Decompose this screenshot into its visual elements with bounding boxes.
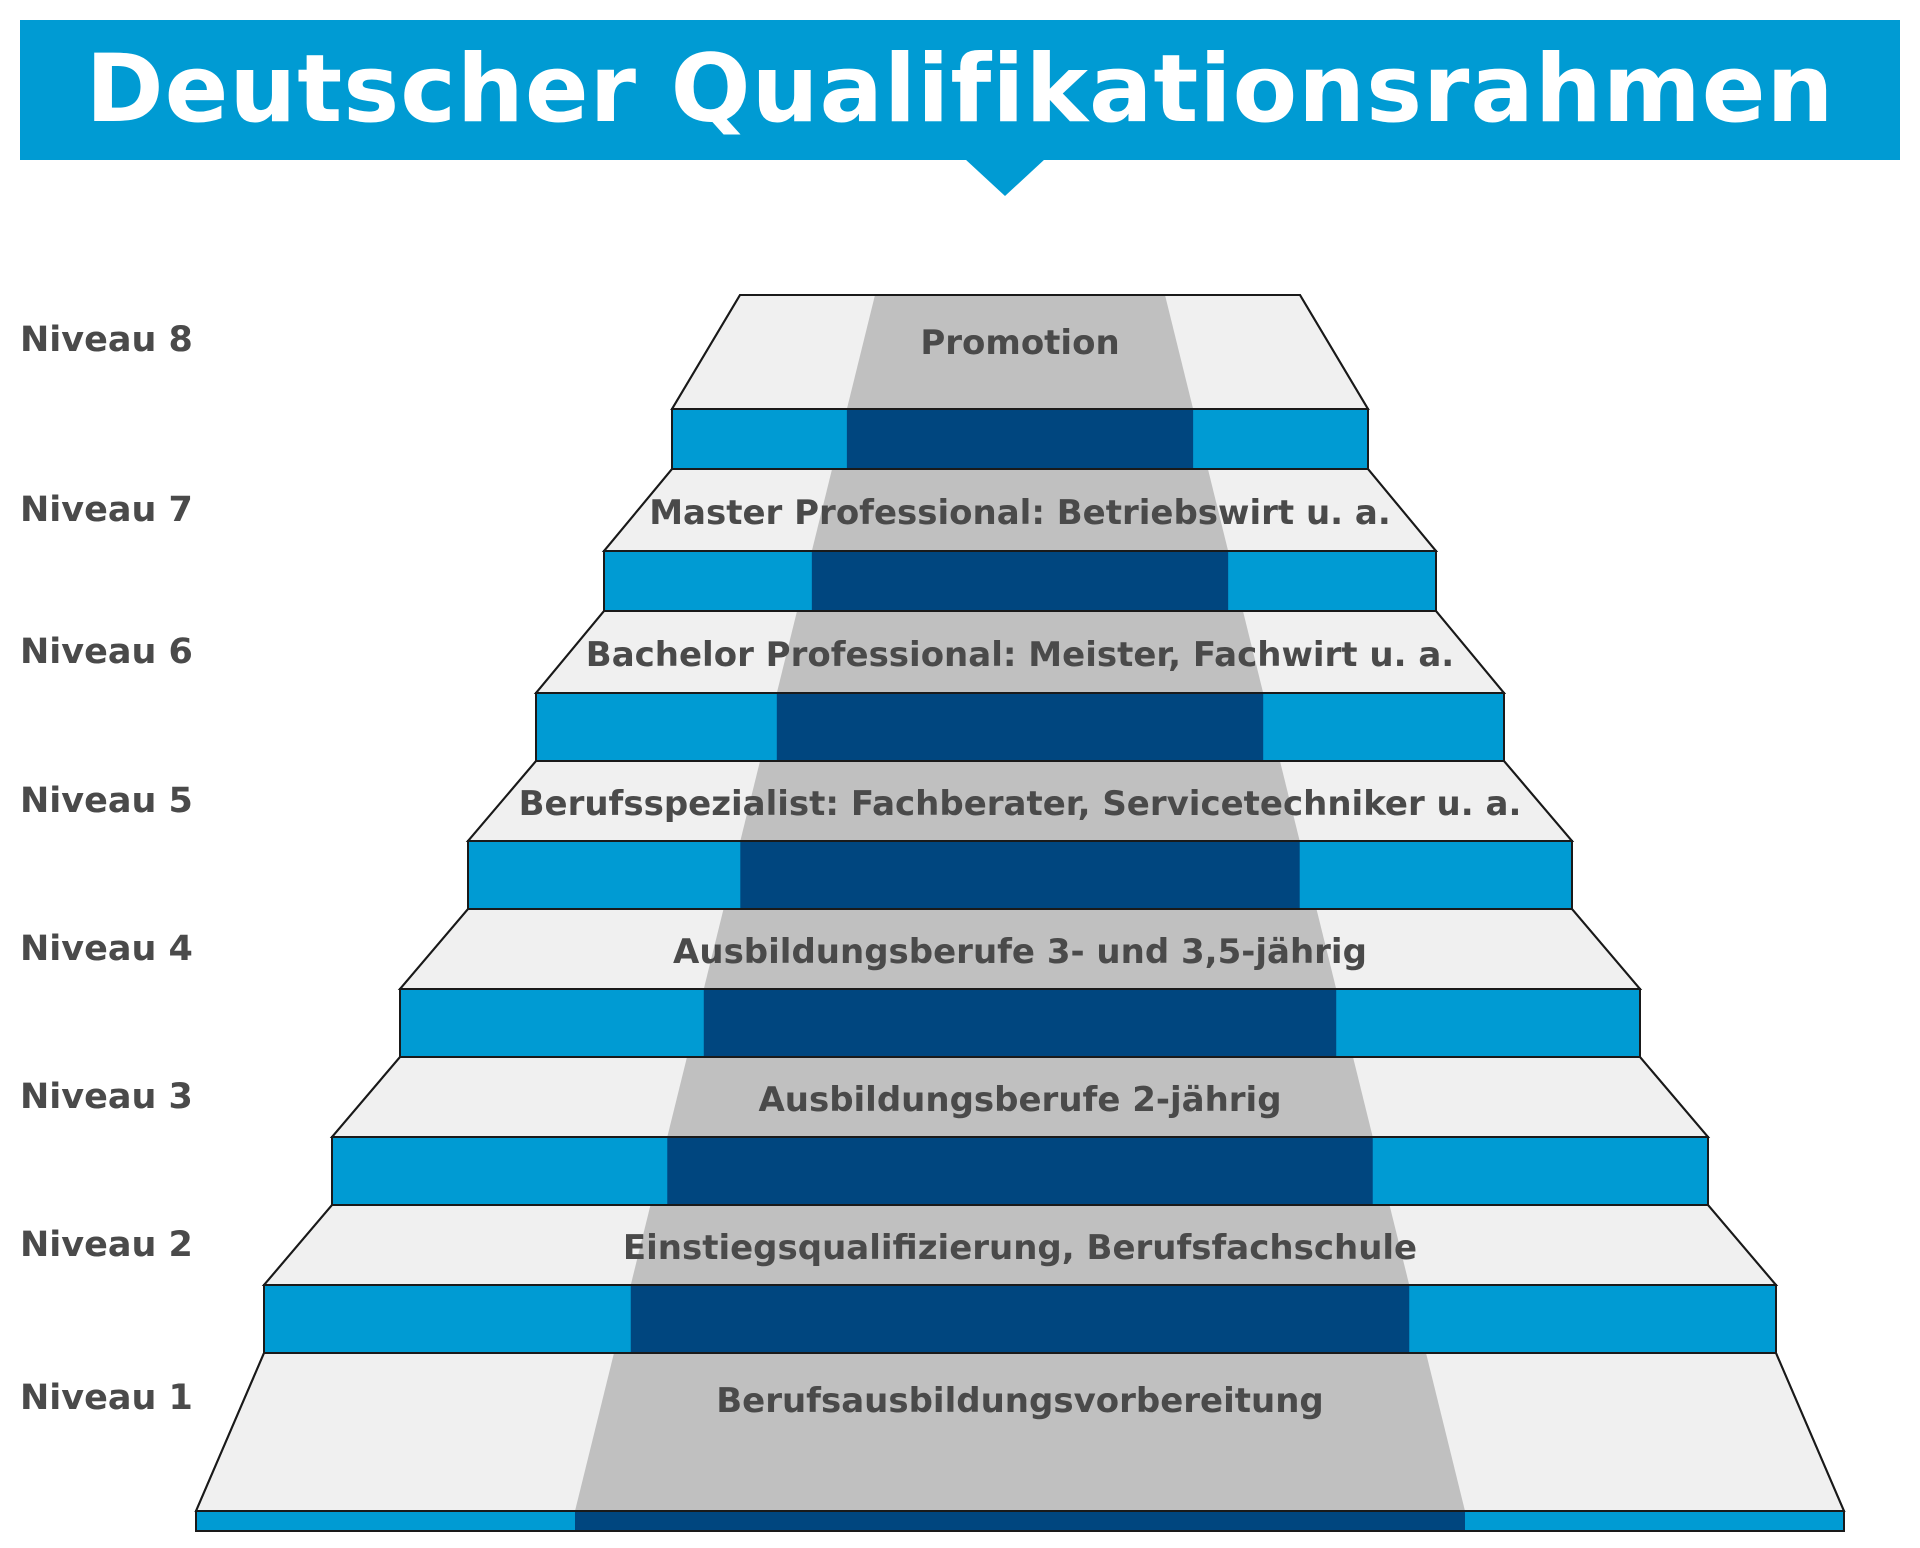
step-path-niveau-5 — [740, 761, 1300, 841]
step-description-niveau-7: Master Professional: Betriebswirt u. a. — [649, 493, 1391, 533]
step-riser-center-niveau-6 — [776, 694, 1264, 760]
step-description-niveau-4: Ausbildungsberufe 3- und 3,5-jährig — [673, 932, 1367, 972]
step-path-niveau-6 — [776, 611, 1264, 693]
step-outline-niveau-3 — [329, 1056, 1711, 1138]
step-path-niveau-8 — [846, 295, 1194, 409]
step-description-niveau-8: Promotion — [920, 323, 1119, 363]
step-riser-center-niveau-7 — [811, 552, 1229, 610]
level-label-niveau-4: Niveau 4 — [20, 929, 193, 969]
step-riser-center-niveau-1 — [575, 1512, 1465, 1530]
level-label-niveau-3: Niveau 3 — [20, 1077, 193, 1117]
step-outline-niveau-4 — [397, 908, 1643, 990]
step-description-niveau-2: Einstiegsqualifizierung, Berufsfachschul… — [623, 1228, 1417, 1268]
step-path-niveau-4 — [703, 909, 1337, 989]
level-label-niveau-8: Niveau 8 — [20, 320, 193, 360]
step-riser-center-niveau-4 — [703, 990, 1337, 1056]
step-description-niveau-5: Berufsspezialist: Fachberater, Servicete… — [519, 784, 1522, 824]
step-riser-center-niveau-5 — [740, 842, 1300, 908]
step-riser-center-niveau-2 — [630, 1286, 1410, 1352]
level-label-niveau-5: Niveau 5 — [20, 781, 193, 821]
step-outline-niveau-6 — [533, 610, 1507, 694]
step-outline-niveau-8 — [670, 294, 1370, 410]
step-path-niveau-1 — [575, 1353, 1465, 1511]
step-path-niveau-7 — [811, 469, 1229, 551]
step-outline-niveau-2 — [261, 1204, 1779, 1286]
step-riser-center-niveau-8 — [846, 410, 1194, 468]
step-outline-niveau-1 — [194, 1352, 1846, 1512]
level-label-niveau-2: Niveau 2 — [20, 1225, 193, 1265]
step-outline-niveau-5 — [465, 760, 1575, 842]
step-description-niveau-3: Ausbildungsberufe 2-jährig — [758, 1080, 1281, 1120]
banner-pointer — [965, 159, 1045, 196]
level-label-niveau-7: Niveau 7 — [20, 490, 193, 530]
level-label-niveau-1: Niveau 1 — [20, 1378, 193, 1418]
step-path-niveau-3 — [667, 1057, 1373, 1137]
level-label-niveau-6: Niveau 6 — [20, 632, 193, 672]
step-path-niveau-2 — [630, 1205, 1410, 1285]
step-outline-niveau-7 — [601, 468, 1439, 552]
step-description-niveau-1: Berufsausbildungsvorbereitung — [716, 1381, 1324, 1421]
step-description-niveau-6: Bachelor Professional: Meister, Fachwirt… — [586, 635, 1454, 675]
step-riser-center-niveau-3 — [667, 1138, 1373, 1204]
page-title: Deutscher Qualifikationsrahmen — [85, 35, 1835, 144]
title-banner — [20, 20, 1900, 160]
